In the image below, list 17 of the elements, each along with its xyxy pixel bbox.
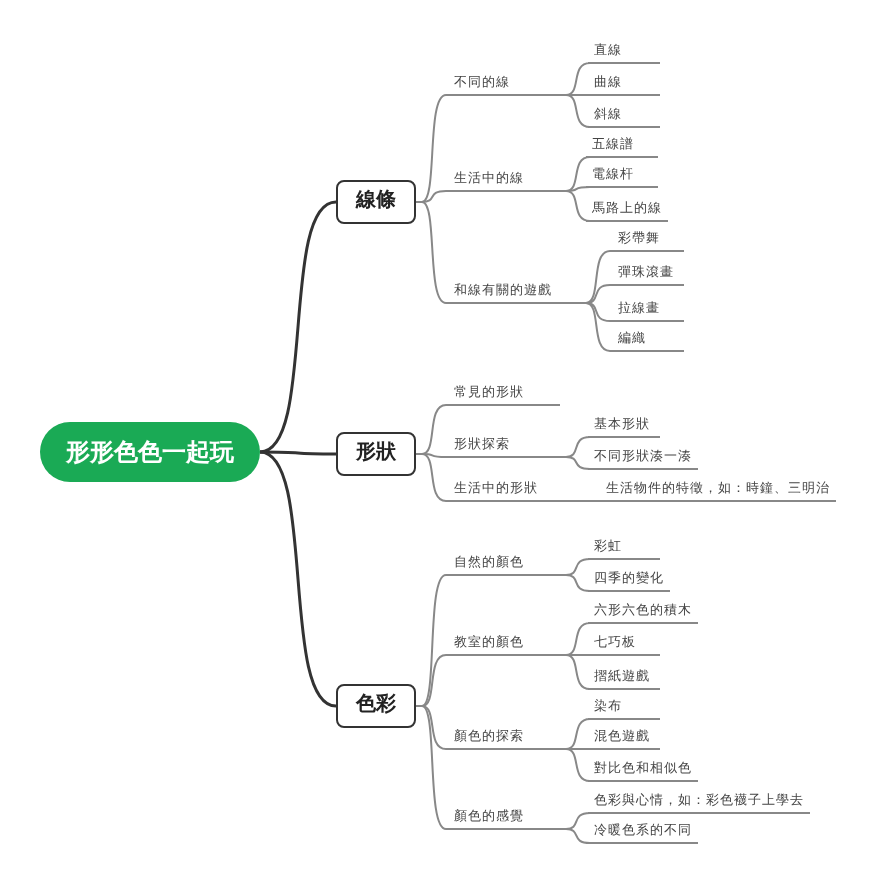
topic-box: 色彩	[336, 684, 416, 728]
branch-line	[559, 190, 591, 222]
topic-box: 形狀	[336, 432, 416, 476]
branch-line	[559, 456, 591, 470]
branch-line	[559, 654, 591, 690]
branch-line	[259, 200, 337, 454]
branch-line	[415, 705, 449, 830]
branch-line	[559, 748, 591, 782]
topic-box: 線條	[336, 180, 416, 224]
branch-line	[415, 201, 449, 304]
branch-line	[559, 828, 591, 844]
central-topic-pill: 形形色色一起玩	[40, 422, 260, 482]
branch-line	[559, 94, 591, 128]
branch-line	[260, 450, 336, 456]
branch-line	[559, 574, 591, 592]
branch-line	[579, 302, 613, 352]
branch-line	[259, 450, 337, 708]
